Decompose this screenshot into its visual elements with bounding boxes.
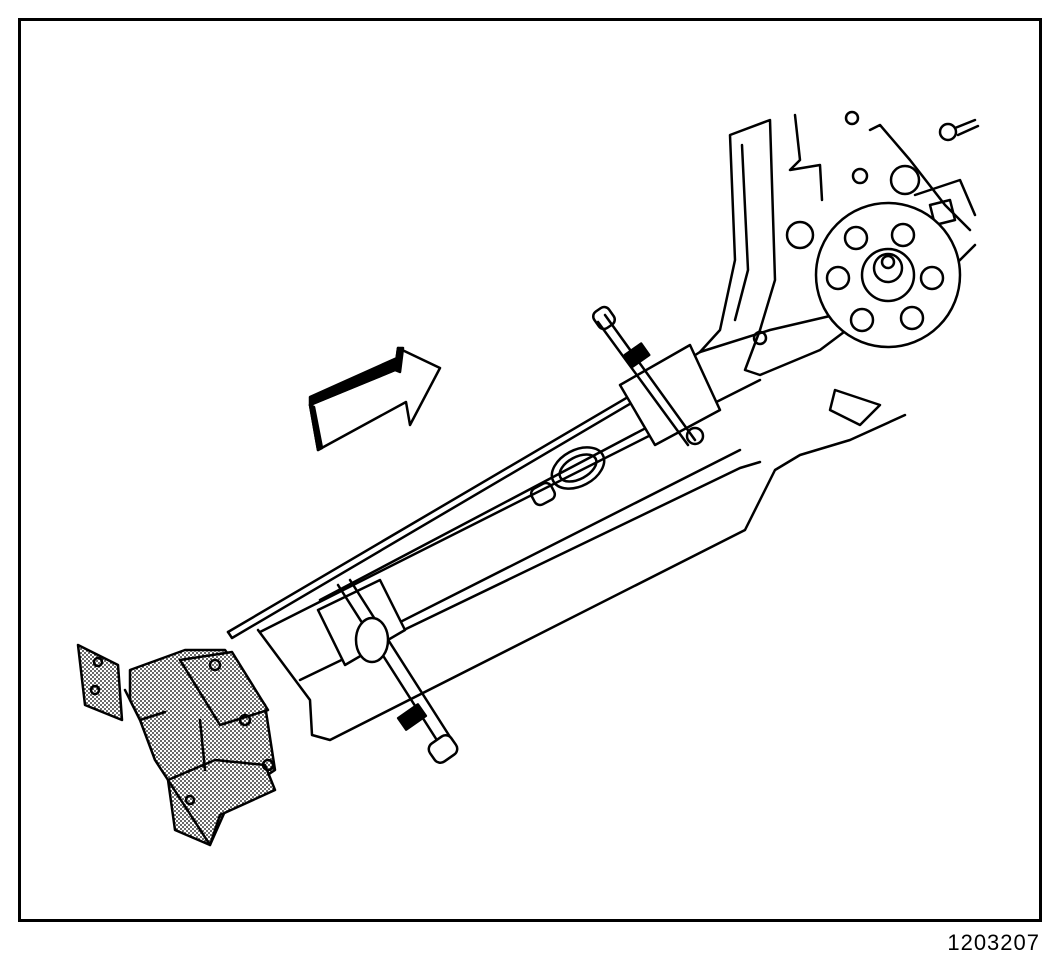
front-bracket xyxy=(76,643,277,847)
wheel-hub xyxy=(814,201,962,349)
figure-number: 1203207 xyxy=(947,930,1040,955)
frame-rail xyxy=(226,110,980,742)
mounting-bolt xyxy=(316,578,459,764)
direction-arrow-icon xyxy=(308,346,442,452)
upper-bolt xyxy=(591,305,722,447)
